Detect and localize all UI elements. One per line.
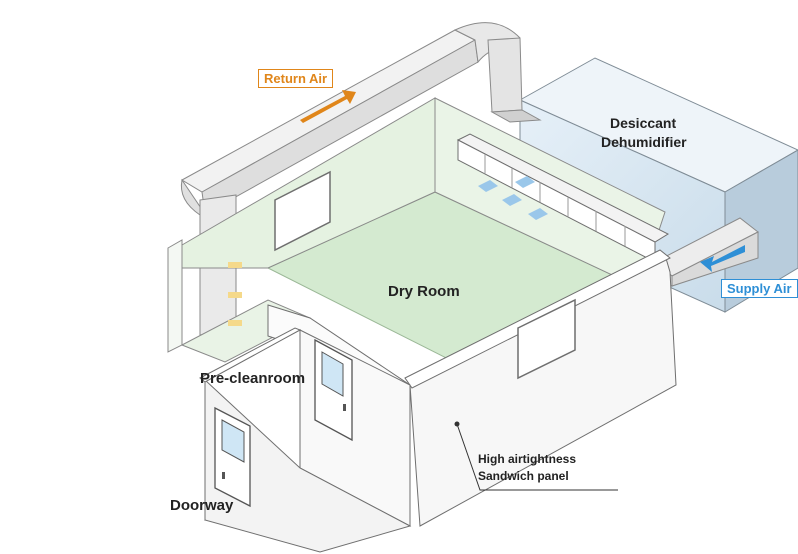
- pre-cleanroom-label: Pre-cleanroom: [200, 370, 306, 387]
- doorway-label: Doorway: [170, 497, 234, 514]
- supply-air-arrow: [700, 245, 745, 272]
- pre-cleanroom-left-wall: [204, 378, 412, 553]
- return-air-arrow: [300, 90, 356, 123]
- doorway-door-window: [221, 419, 245, 463]
- return-air-label: Return Air: [258, 69, 334, 88]
- dry-room-back-window: [274, 170, 331, 252]
- supply-grille-unit: [456, 133, 670, 263]
- dehumidifier-label-line2: Dehumidifier: [601, 134, 687, 150]
- interior-door-window: [321, 351, 344, 397]
- dry-room-label: Dry Room: [388, 283, 460, 300]
- supply-air-duct: [653, 217, 759, 287]
- supply-air-flow-arrows: [478, 176, 548, 220]
- doorway-door-handle: [222, 472, 225, 479]
- pre-cleanroom-wall-top: [199, 327, 302, 383]
- panel-callout-line: [456, 423, 618, 491]
- panel-note-line1: High airtightness: [478, 452, 577, 466]
- interior-door-handle: [343, 404, 346, 411]
- dry-room-front-window: [517, 298, 576, 380]
- panel-note-line2: Sandwich panel: [478, 469, 569, 483]
- doorway-door[interactable]: [214, 406, 251, 508]
- supply-air-label: Supply Air: [721, 279, 798, 298]
- dehumidifier-label-line1: Desiccant: [610, 115, 677, 131]
